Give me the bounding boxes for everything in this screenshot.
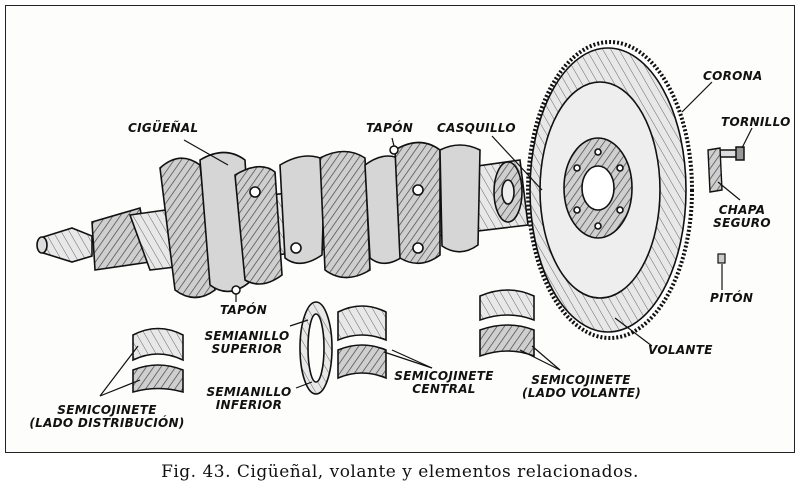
label-plug-top: TAPÓN	[366, 121, 414, 135]
leader-lines	[99, 81, 753, 397]
label-bearing-flywheel-side-line2: (LADO VOLANTE)	[522, 386, 642, 400]
crankshaft	[36, 141, 529, 299]
label-lock-plate-line1: CHAPA	[718, 203, 766, 217]
label-bolt: TORNILLO	[721, 115, 791, 129]
label-bearing-distribution-line2: (LADO DISTRIBUCIÓN)	[29, 416, 185, 430]
label-thrust-ring-lower-line1: SEMIANILLO	[206, 385, 292, 399]
bearing-shell-flywheel-side	[479, 289, 535, 358]
label-bearing-distribution: SEMICOJINETE (LADO DISTRIBUCIÓN)	[26, 404, 188, 430]
label-thrust-ring-upper-line2: SUPERIOR	[211, 342, 283, 356]
label-bearing-central-line2: CENTRAL	[412, 382, 476, 396]
label-plug-bottom: TAPÓN	[220, 303, 268, 317]
thrust-ring-upper	[299, 301, 333, 395]
label-thrust-ring-lower-line2: INFERIOR	[215, 398, 283, 412]
label-crankshaft: CIGÜEÑAL	[128, 121, 199, 135]
label-pin: PITÓN	[710, 291, 754, 305]
label-flywheel: VOLANTE	[648, 343, 713, 357]
plug-bottom	[231, 285, 241, 295]
label-bearing-flywheel-side-line1: SEMICOJINETE	[531, 373, 631, 387]
lock-plate	[707, 147, 723, 193]
label-bearing-distribution-line1: SEMICOJINETE	[57, 403, 157, 417]
flywheel	[526, 40, 694, 340]
bearing-shell-distribution	[132, 327, 184, 394]
label-ring-gear: CORONA	[703, 69, 763, 83]
label-lock-plate: CHAPA SEGURO	[712, 204, 772, 230]
label-bushing: CASQUILLO	[437, 121, 516, 135]
label-thrust-ring-upper: SEMIANILLO SUPERIOR	[204, 330, 290, 356]
pin	[717, 253, 726, 264]
plug-top	[389, 145, 399, 155]
label-thrust-ring-lower: SEMIANILLO INFERIOR	[206, 386, 292, 412]
label-bearing-central: SEMICOJINETE CENTRAL	[392, 370, 496, 396]
label-thrust-ring-upper-line1: SEMIANILLO	[204, 329, 290, 343]
label-bearing-central-line1: SEMICOJINETE	[394, 369, 494, 383]
label-lock-plate-line2: SEGURO	[713, 216, 771, 230]
bearing-shell-central	[337, 305, 387, 380]
figure-caption: Fig. 43. Cigüeñal, volante y elementos r…	[161, 462, 639, 482]
label-bearing-flywheel-side: SEMICOJINETE (LADO VOLANTE)	[522, 373, 642, 400]
